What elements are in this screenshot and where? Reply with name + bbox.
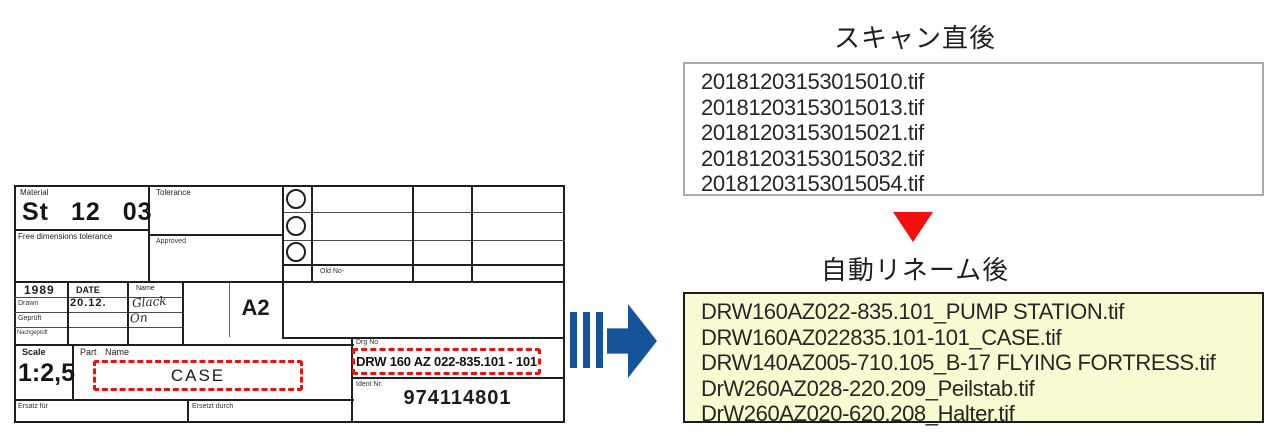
grid-line [72, 344, 74, 400]
arrow-head [607, 304, 657, 378]
material-label: Material [20, 188, 49, 197]
frame-line [563, 185, 565, 423]
file-name: 20181203153015013.tif [701, 94, 924, 120]
rename-panel-title: 自動リネーム後 [820, 255, 1010, 285]
old-no-label: Old No- [320, 268, 345, 275]
arrow-bar [570, 312, 577, 368]
frame-line [14, 421, 565, 423]
grid-line [127, 281, 129, 345]
part-name-label: Part Name [80, 347, 130, 357]
grid-line [14, 399, 354, 401]
ersatz-fuer-label: Ersatz für [18, 403, 48, 410]
grid-line [229, 283, 230, 337]
frame-line [14, 185, 565, 187]
checked-label: Geprüft [18, 315, 42, 322]
name-column-header: Name [136, 285, 155, 292]
frame-line [14, 185, 16, 423]
grid-line [283, 264, 565, 266]
revision-circle [286, 216, 306, 236]
grid-line [182, 281, 184, 345]
grid-line [283, 240, 565, 241]
scan-panel-title: スキャン直後 [833, 23, 996, 53]
drawing-title-block: Material St 12 03 Tolerance Free dimensi… [14, 185, 565, 425]
drg-no-label: Drg No [356, 339, 379, 346]
grid-line [351, 337, 353, 423]
drg-no-value: DRW 160 AZ 022-835.101 - 101 [356, 354, 537, 369]
file-name: 20181203153015032.tif [701, 145, 924, 171]
grid-line [282, 185, 284, 337]
grid-line [311, 185, 313, 281]
checked-signature: On [129, 310, 149, 326]
grid-line [352, 377, 565, 379]
file-name: DRW160AZ022835.101-101_CASE.tif [701, 324, 1062, 350]
paper-format-value: A2 [241, 295, 270, 320]
date-column-header: DATE [76, 285, 100, 295]
grid-line [67, 281, 69, 345]
free-dimensions-label: Free dimensions tolerance [18, 232, 113, 241]
grid-line [14, 281, 565, 283]
grid-line [283, 212, 565, 213]
process-arrow-icon [570, 303, 660, 379]
grid-line [412, 185, 414, 281]
grid-line [148, 185, 150, 281]
grid-line [14, 344, 354, 346]
revision-circle [286, 189, 306, 209]
year-value: 1989 [24, 283, 55, 297]
arrow-bar [596, 312, 603, 368]
file-name: DrW260AZ020-620.208_Halter.tif [701, 401, 1015, 426]
grid-line [14, 312, 183, 313]
norm-checked-label: Nachgeprüft [17, 330, 48, 336]
grid-line [14, 229, 149, 231]
ident-nr-label: Ident Nr. [356, 381, 383, 388]
ersetzt-durch-label: Ersetzt durch [192, 403, 234, 410]
grid-line [187, 399, 189, 423]
ident-nr-value: 974114801 [403, 387, 512, 409]
down-arrow-icon [893, 212, 933, 242]
grid-line [14, 297, 183, 298]
material-value: St 12 03 [22, 198, 153, 226]
tolerance-label: Tolerance [156, 188, 191, 197]
file-name: DRW160AZ022-835.101_PUMP STATION.tif [701, 299, 1124, 324]
file-name: DrW260AZ028-220.209_Peilstab.tif [701, 375, 1035, 401]
arrow-bar [583, 312, 590, 368]
scale-label: Scale [22, 347, 46, 357]
drawn-label: Drawn [18, 300, 39, 307]
revision-circle [286, 242, 306, 262]
approved-label: Approved [156, 238, 186, 245]
grid-line [14, 327, 183, 328]
file-name: 20181203153015010.tif [701, 69, 924, 94]
grid-line [282, 337, 565, 339]
scale-value: 1:2,5 [18, 359, 75, 387]
grid-line [149, 234, 283, 236]
drg-no-highlight-box: DRW 160 AZ 022-835.101 - 101 [352, 348, 541, 375]
drawn-date: 20.12. [70, 297, 107, 309]
grid-line [471, 185, 473, 281]
file-name: 20181203153015054.tif [701, 171, 924, 196]
part-name-value: CASE [170, 365, 226, 385]
file-name: DRW140AZ005-710.105_B-17 FLYING FORTRESS… [701, 350, 1216, 375]
drawn-signature: Glack [131, 293, 168, 311]
part-name-highlight-box: CASE [93, 360, 303, 391]
file-name: 20181203153015021.tif [701, 120, 924, 145]
